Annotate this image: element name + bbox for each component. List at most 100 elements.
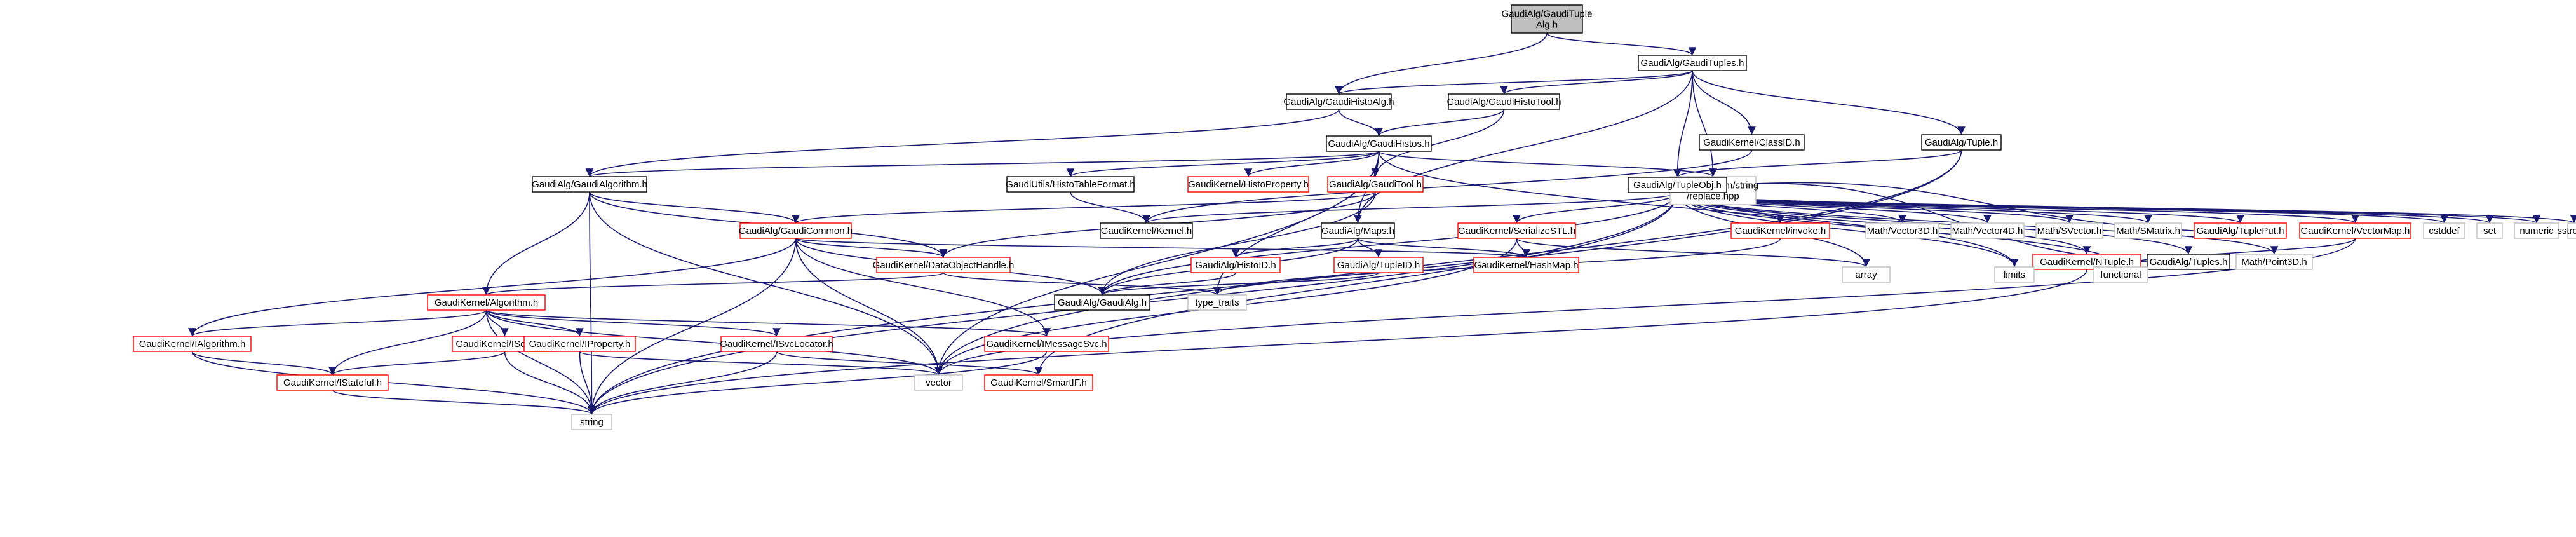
edge-gcommon-to-vector [795, 238, 943, 376]
edge-gcommon-to-hashmap [795, 238, 1530, 258]
node-limits: limits [1994, 266, 2035, 283]
node-tupleh[interactable]: GaudiAlg/Tuple.h [1921, 134, 2002, 151]
edge-dohandle-to-typetraits [943, 272, 1222, 296]
node-imessagesvc[interactable]: GaudiKernel/IMessageSvc.h [984, 336, 1109, 352]
node-label-gcommon: GaudiAlg/GaudiCommon.h [739, 226, 853, 236]
node-label-numeric: numeric [2519, 226, 2554, 236]
node-box-gtuples [1638, 55, 1747, 71]
edge-maps-to-hashmap [1357, 238, 1530, 258]
edge-tupleobj-to-limits [1676, 192, 2019, 268]
edge-ghistos-to-histoprop [1244, 151, 1380, 177]
node-label-imessagesvc: GaudiKernel/IMessageSvc.h [986, 339, 1107, 350]
node-ialgorithm[interactable]: GaudiKernel/IAlgorithm.h [133, 336, 252, 352]
node-ghistos[interactable]: GaudiAlg/GaudiHistos.h [1326, 135, 1432, 152]
edge-gcommon-to-dohandle [795, 238, 948, 258]
node-galgorithm[interactable]: GaudiAlg/GaudiAlgorithm.h [532, 176, 647, 193]
node-box-gaudialg [1054, 294, 1150, 311]
node-classid[interactable]: GaudiKernel/ClassID.h [1699, 134, 1805, 151]
node-gtuples[interactable]: GaudiAlg/GaudiTuples.h [1638, 55, 1747, 71]
node-histoid[interactable]: GaudiAlg/HistoID.h [1190, 257, 1281, 273]
edge-maps-to-tupleid [1357, 238, 1383, 258]
edge-tupleobj-to-sstream [1676, 192, 2576, 224]
node-box-ghistoalg [1286, 93, 1392, 110]
node-ghistotool[interactable]: GaudiAlg/GaudiHistoTool.h [1446, 93, 1561, 110]
node-box-iproperty [523, 336, 636, 352]
node-gcommon[interactable]: GaudiAlg/GaudiCommon.h [739, 222, 853, 239]
node-tupleput[interactable]: GaudiAlg/TuplePut.h [2194, 222, 2287, 239]
edge-iproperty-to-string [579, 351, 596, 415]
node-serstl[interactable]: GaudiKernel/SerializeSTL.h [1457, 222, 1576, 239]
edge-isvclocator-to-smartif [776, 351, 1043, 376]
edge-gtuples-to-boostrep [1692, 70, 1717, 177]
node-svector: Math/SVector.h [2035, 222, 2103, 239]
node-array: array [1842, 266, 1891, 283]
node-label-string: string [580, 417, 604, 428]
edge-ghistoalg-to-ghistos [1338, 109, 1383, 137]
edge-kalgorithm-to-imessagesvc [485, 309, 1051, 337]
edge-gtool-to-gcommon [792, 191, 1376, 224]
edge-tupleobj-to-serstl [1513, 192, 1678, 224]
node-box-ghistos [1326, 135, 1432, 152]
node-kalgorithm[interactable]: GaudiKernel/Algorithm.h [427, 294, 546, 311]
node-box-functional [2093, 266, 2148, 283]
node-label-histotable: GaudiUtils/HistoTableFormat.h [1006, 179, 1135, 190]
edge-tupleobj-to-gaudialg [1098, 192, 1678, 296]
edge-gcommon-to-ialgorithm [188, 238, 797, 337]
node-label-gtool: GaudiAlg/GaudiTool.h [1329, 179, 1422, 190]
edge-tupleobj-to-kernelh [1142, 192, 1678, 224]
edge-root-to-ghistoalg [1335, 32, 1548, 95]
node-gtool[interactable]: GaudiAlg/GaudiTool.h [1327, 176, 1424, 193]
node-kernelh[interactable]: GaudiKernel/Kernel.h [1100, 222, 1193, 239]
node-maps[interactable]: GaudiAlg/Maps.h [1321, 222, 1395, 239]
edge-tupleput-to-tupleobj [1726, 180, 2195, 231]
node-box-ghistotool [1448, 93, 1560, 110]
edge-classid-to-kernelh [1142, 149, 1753, 224]
edge-galgorithm-to-kalgorithm [482, 191, 590, 296]
node-box-tupleobj [1628, 177, 1727, 193]
node-label-isvclocator: GaudiKernel/ISvcLocator.h [720, 339, 833, 350]
node-invoke[interactable]: GaudiKernel/invoke.h [1730, 222, 1830, 239]
node-label-limits: limits [2004, 269, 2025, 280]
edge-galgorithm-to-gcommon [589, 191, 800, 224]
node-box-istateful [276, 374, 389, 391]
node-histotable[interactable]: GaudiUtils/HistoTableFormat.h [1006, 176, 1135, 193]
edge-isvclocator-to-string [588, 351, 778, 415]
edge-kalgorithm-to-ialgorithm [188, 309, 487, 337]
node-box-vector [914, 374, 963, 391]
node-vec4d: Math/Vector4D.h [1950, 222, 2025, 239]
node-vectormap[interactable]: GaudiKernel/VectorMap.h [2299, 222, 2411, 239]
node-label-vector: vector [926, 377, 952, 388]
node-gaudialg[interactable]: GaudiAlg/GaudiAlg.h [1054, 294, 1150, 311]
node-label-ialgorithm: GaudiKernel/IAlgorithm.h [139, 339, 246, 350]
node-label-hashmap: GaudiKernel/HashMap.h [1474, 260, 1578, 271]
node-numeric: numeric [2514, 222, 2559, 239]
node-istateful[interactable]: GaudiKernel/IStateful.h [276, 374, 389, 391]
node-tuplesh[interactable]: GaudiAlg/Tuples.h [2147, 254, 2230, 270]
node-ghistoalg[interactable]: GaudiAlg/GaudiHistoAlg.h [1283, 93, 1394, 110]
node-label-invoke: GaudiKernel/invoke.h [1735, 226, 1826, 236]
node-label-serstl: GaudiKernel/SerializeSTL.h [1458, 226, 1575, 236]
node-tupleid[interactable]: GaudiAlg/TupleID.h [1333, 257, 1424, 273]
node-label-tupleh: GaudiAlg/Tuple.h [1925, 137, 1998, 148]
edge-istateful-to-string [332, 390, 596, 415]
node-smartif[interactable]: GaudiKernel/SmartIF.h [984, 374, 1093, 391]
node-hashmap[interactable]: GaudiKernel/HashMap.h [1473, 257, 1579, 273]
node-label-ghistos: GaudiAlg/GaudiHistos.h [1328, 139, 1429, 149]
node-label-gaudialg: GaudiAlg/GaudiAlg.h [1058, 297, 1147, 308]
node-label-iproperty: GaudiKernel/IProperty.h [529, 339, 631, 350]
node-histoprop[interactable]: GaudiKernel/HistoProperty.h [1187, 176, 1309, 193]
node-ntuple[interactable]: GaudiKernel/NTuple.h [2032, 254, 2141, 270]
node-isvclocator[interactable]: GaudiKernel/ISvcLocator.h [720, 336, 833, 352]
node-box-histoid [1190, 257, 1281, 273]
node-box-galgorithm [532, 176, 647, 193]
node-box-serstl [1457, 222, 1576, 239]
node-tupleobj[interactable]: GaudiAlg/TupleObj.h [1628, 177, 1727, 193]
node-label-classid: GaudiKernel/ClassID.h [1703, 137, 1800, 148]
node-box-root [1511, 4, 1583, 34]
node-dohandle[interactable]: GaudiKernel/DataObjectHandle.h [873, 257, 1015, 273]
node-iproperty[interactable]: GaudiKernel/IProperty.h [523, 336, 636, 352]
node-label-vec4d: Math/Vector4D.h [1952, 226, 2023, 236]
edge-histoid-to-gaudialg [1098, 272, 1236, 296]
